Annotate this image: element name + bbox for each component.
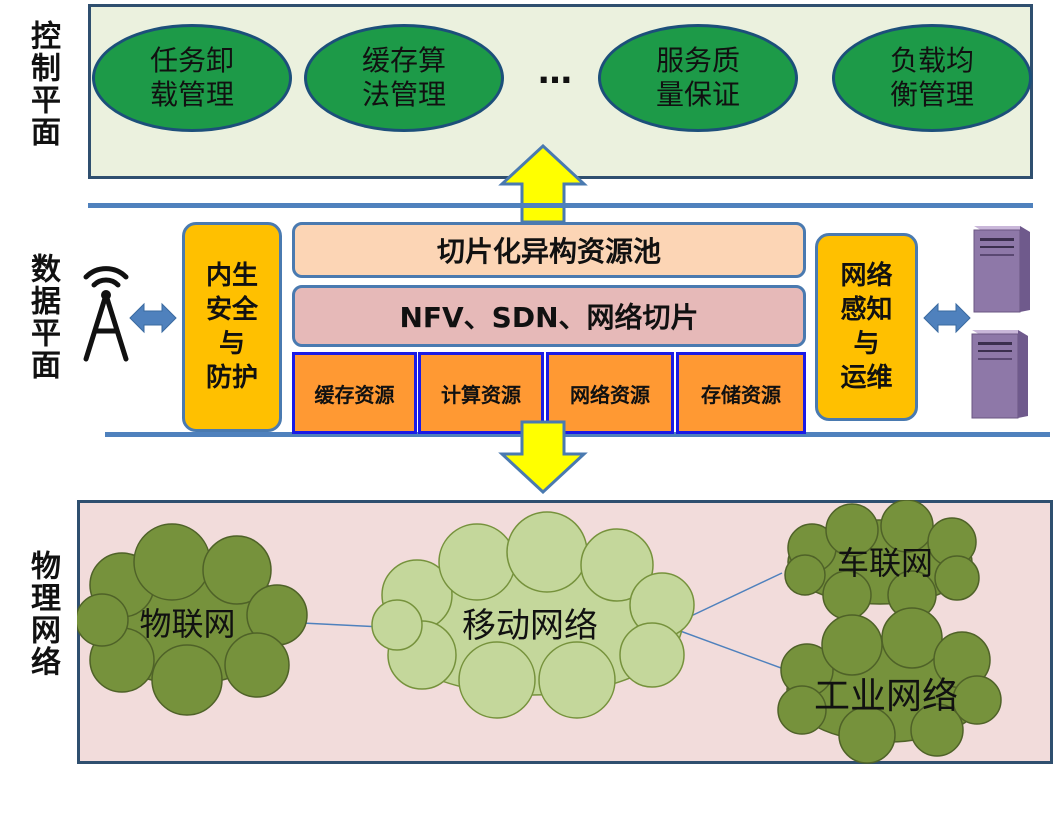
virtualization-bar: NFV、SDN、网络切片 [292, 285, 806, 347]
control-item-qos: 服务质量保证 [598, 24, 798, 132]
control-item-task-offload: 任务卸载管理 [92, 24, 292, 132]
resource-cell-compute: 计算资源 [418, 352, 544, 434]
right-double-arrow-icon [923, 302, 971, 334]
resource-cell-cache: 缓存资源 [292, 352, 417, 434]
physical-network-label: 物理网络 [25, 550, 60, 678]
perception-box: 网络 感知 与 运维 [815, 233, 918, 421]
vehicle-cloud-shape [784, 500, 980, 620]
left-double-arrow-icon [129, 302, 177, 334]
up-arrow-icon [498, 144, 588, 224]
down-arrow-icon [498, 420, 588, 494]
control-item-load-balance: 负载均衡管理 [832, 24, 1032, 132]
antenna-tower-icon [83, 266, 129, 362]
mobile-network-label: 移动网络 [462, 605, 598, 646]
server-icon [971, 330, 1028, 419]
industrial-cloud-shape [777, 607, 1002, 764]
control-item-cache-algorithm: 缓存算法管理 [304, 24, 504, 132]
resource-cell-storage: 存储资源 [676, 352, 806, 434]
server-icon [973, 226, 1030, 313]
network-clouds [77, 500, 1002, 764]
mobile-cloud-shape [371, 511, 695, 719]
data-plane-bottom-line [105, 432, 1050, 437]
industrial-network-label: 工业网络 [813, 676, 958, 717]
control-ellipsis: … [538, 52, 572, 92]
resource-pool-bar: 切片化异构资源池 [292, 222, 806, 278]
vehicle-network-label: 车联网 [836, 544, 933, 582]
iot-cloud-label: 物联网 [139, 605, 236, 643]
data-plane-label: 数据平面 [25, 253, 60, 381]
control-plane-label: 控制平面 [25, 20, 60, 148]
iot-cloud-shape [77, 523, 308, 716]
data-plane-top-line [88, 203, 1033, 208]
resource-cell-network: 网络资源 [546, 352, 674, 434]
security-box: 内生 安全 与 防护 [182, 222, 282, 432]
